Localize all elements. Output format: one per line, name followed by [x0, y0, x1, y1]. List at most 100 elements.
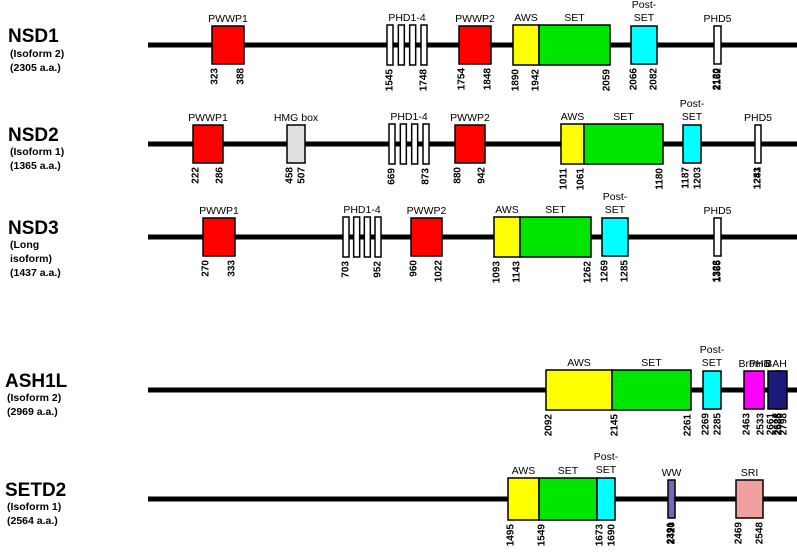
domain-label: PHD — [749, 358, 772, 370]
protein-subtitle: (1365 a.a.) — [10, 160, 61, 172]
position-label: 222 — [191, 167, 202, 184]
protein-subtitle: (Isoform 2) — [10, 48, 64, 60]
position-label: 1262 — [583, 261, 594, 284]
domain-box — [454, 124, 486, 164]
domain-box — [583, 123, 664, 165]
domain-label: PHD5 — [703, 205, 731, 217]
domain-label: PWWP1 — [188, 112, 228, 124]
domain-label: WW — [662, 467, 682, 479]
position-label: 1748 — [419, 69, 430, 92]
domain-box — [596, 477, 616, 521]
position-label: 1673 — [595, 524, 606, 547]
position-label: 1269 — [600, 260, 611, 283]
domain-label: SET — [702, 357, 723, 369]
position-label: 2285 — [713, 413, 724, 436]
domain-box — [493, 216, 521, 258]
domain-box — [420, 24, 428, 66]
position-label: 1241 — [753, 167, 764, 190]
position-label: 2463 — [742, 413, 753, 436]
domain-box — [342, 216, 350, 258]
protein-subtitle: (Isoform 1) — [10, 146, 64, 158]
domain-box — [713, 25, 722, 65]
position-label: 2533 — [756, 413, 767, 436]
position-label: 1061 — [576, 168, 587, 191]
position-label: 333 — [227, 260, 238, 277]
domain-box — [388, 123, 396, 165]
domain-box — [286, 124, 306, 164]
protein-ash1l: ASH1L(Isoform 2)(2969 a.a.)AWS2092SET214… — [5, 344, 797, 436]
domain-label: PHD1-4 — [343, 204, 381, 216]
protein-name: NSD2 — [8, 125, 59, 146]
domain-label: Post- — [603, 191, 628, 203]
domain-box — [682, 124, 702, 164]
domain-label: SET — [596, 464, 617, 476]
domain-box — [667, 479, 676, 519]
position-label: 1848 — [483, 68, 494, 91]
protein-subtitle: (Isoform 2) — [7, 392, 61, 404]
position-label: 2798 — [779, 413, 790, 436]
domain-label: AWS — [495, 204, 519, 216]
domain-box — [422, 123, 430, 165]
domain-box — [560, 123, 585, 165]
position-label: 880 — [453, 167, 464, 184]
position-label: 1549 — [537, 524, 548, 547]
domain-label: PHD5 — [703, 13, 731, 25]
domain-box — [507, 477, 540, 521]
domain-box — [754, 124, 762, 164]
domain-label: AWS — [567, 357, 591, 369]
domain-aws: AWS 1093 1143 — [492, 204, 523, 283]
domain-label: PHD5 — [744, 112, 772, 124]
position-label: 873 — [421, 168, 432, 185]
position-label: 2269 — [701, 413, 712, 436]
domain-label: BAH — [765, 358, 787, 370]
domain-label: SET — [682, 111, 703, 123]
position-label: 1093 — [492, 261, 503, 284]
domain-box — [601, 217, 629, 257]
position-label: 2066 — [629, 68, 640, 91]
domain-box — [519, 216, 592, 258]
position-label: 388 — [236, 68, 247, 85]
domain-box — [397, 24, 406, 66]
position-label: 2391 — [666, 522, 677, 545]
domain-box — [767, 370, 788, 410]
domain-label: AWS — [514, 12, 538, 24]
position-label: 1187 — [681, 167, 692, 189]
domain-label: HMG box — [274, 112, 319, 124]
position-label: 2420 — [667, 522, 678, 545]
position-label: 2082 — [649, 68, 660, 91]
domain-box — [410, 217, 443, 257]
domain-label: Bromo — [739, 358, 770, 370]
position-label: 669 — [387, 168, 398, 185]
domain-label: PHD1-4 — [390, 111, 428, 123]
domain-box — [611, 369, 692, 411]
position-label: 1942 — [531, 69, 542, 92]
position-label: 1545 — [385, 69, 396, 92]
protein-subtitle: (Long — [10, 239, 39, 251]
position-label: 1495 — [506, 524, 517, 547]
domain-phd: PHD1-4 669 873 — [387, 111, 432, 185]
position-label: 2628 — [773, 413, 784, 436]
domain-box — [399, 123, 408, 165]
protein-setd2: SETD2(Isoform 1)(2564 a.a.)AWS1495SET154… — [5, 451, 797, 546]
position-label: 1143 — [512, 261, 523, 283]
domain-label: Post- — [680, 98, 705, 110]
domain-box — [352, 216, 361, 258]
position-label: 323 — [210, 68, 221, 85]
